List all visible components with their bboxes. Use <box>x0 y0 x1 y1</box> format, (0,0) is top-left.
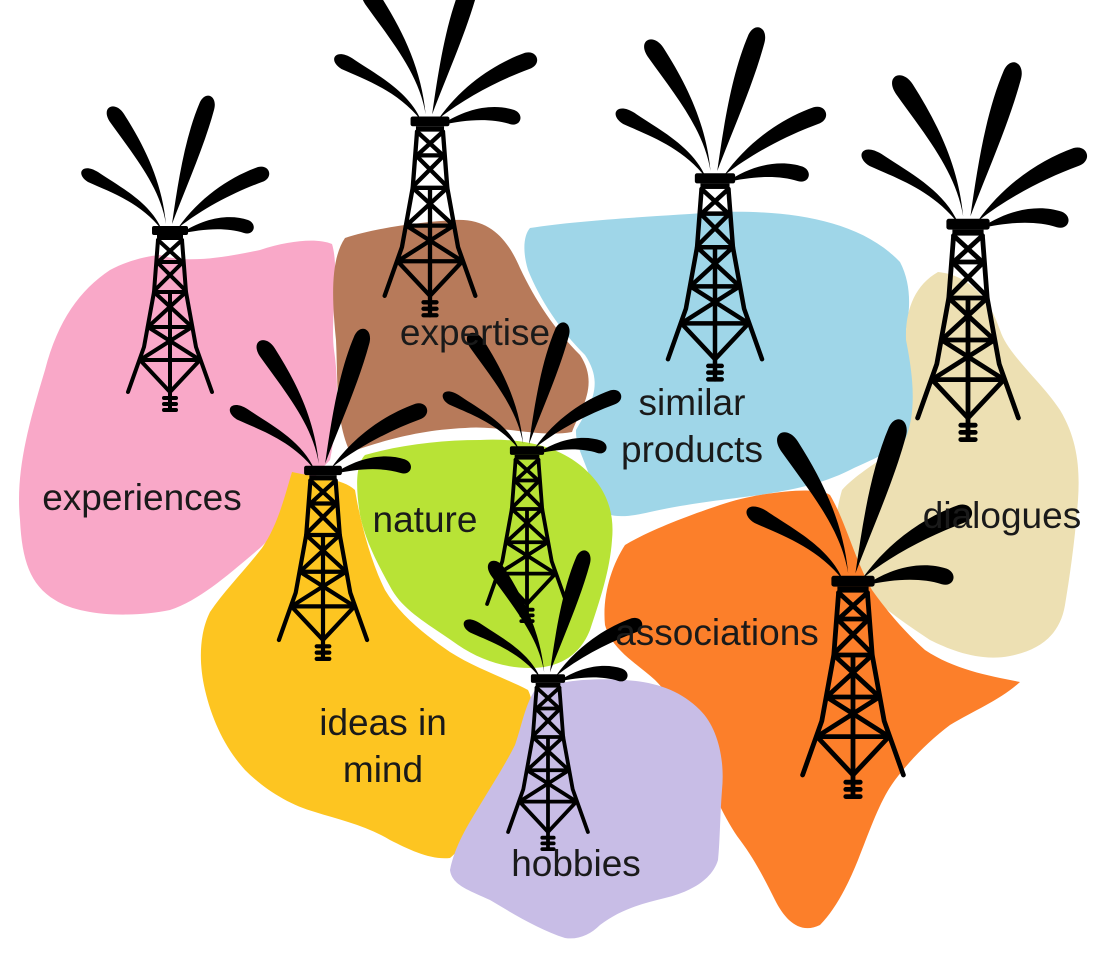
label-associations: associations <box>615 612 819 653</box>
region-dialogues <box>835 272 1079 658</box>
label-hobbies: hobbies <box>511 843 641 884</box>
region-ideas-in-mind <box>200 472 533 859</box>
label-expertise: expertise <box>400 312 550 353</box>
label-experiences: experiences <box>42 477 242 518</box>
label-similar-products-line-1: similar <box>639 382 746 423</box>
label-dialogues: dialogues <box>923 495 1081 536</box>
label-ideas-in-mind-line-2: mind <box>343 749 423 790</box>
region-associations <box>604 490 1020 929</box>
region-experiences <box>19 240 337 615</box>
region-expertise <box>333 219 589 452</box>
oil-gusher-icon <box>81 95 270 234</box>
label-ideas-in-mind-line-1: ideas in <box>319 702 447 743</box>
region-hobbies <box>450 679 723 939</box>
label-similar-products-line-2: products <box>621 429 763 470</box>
oil-gusher-icon <box>334 0 538 126</box>
region-nature <box>357 439 613 668</box>
oil-gusher-icon <box>615 27 827 183</box>
oil-gusher-icon <box>861 62 1088 229</box>
label-nature: nature <box>373 499 478 540</box>
